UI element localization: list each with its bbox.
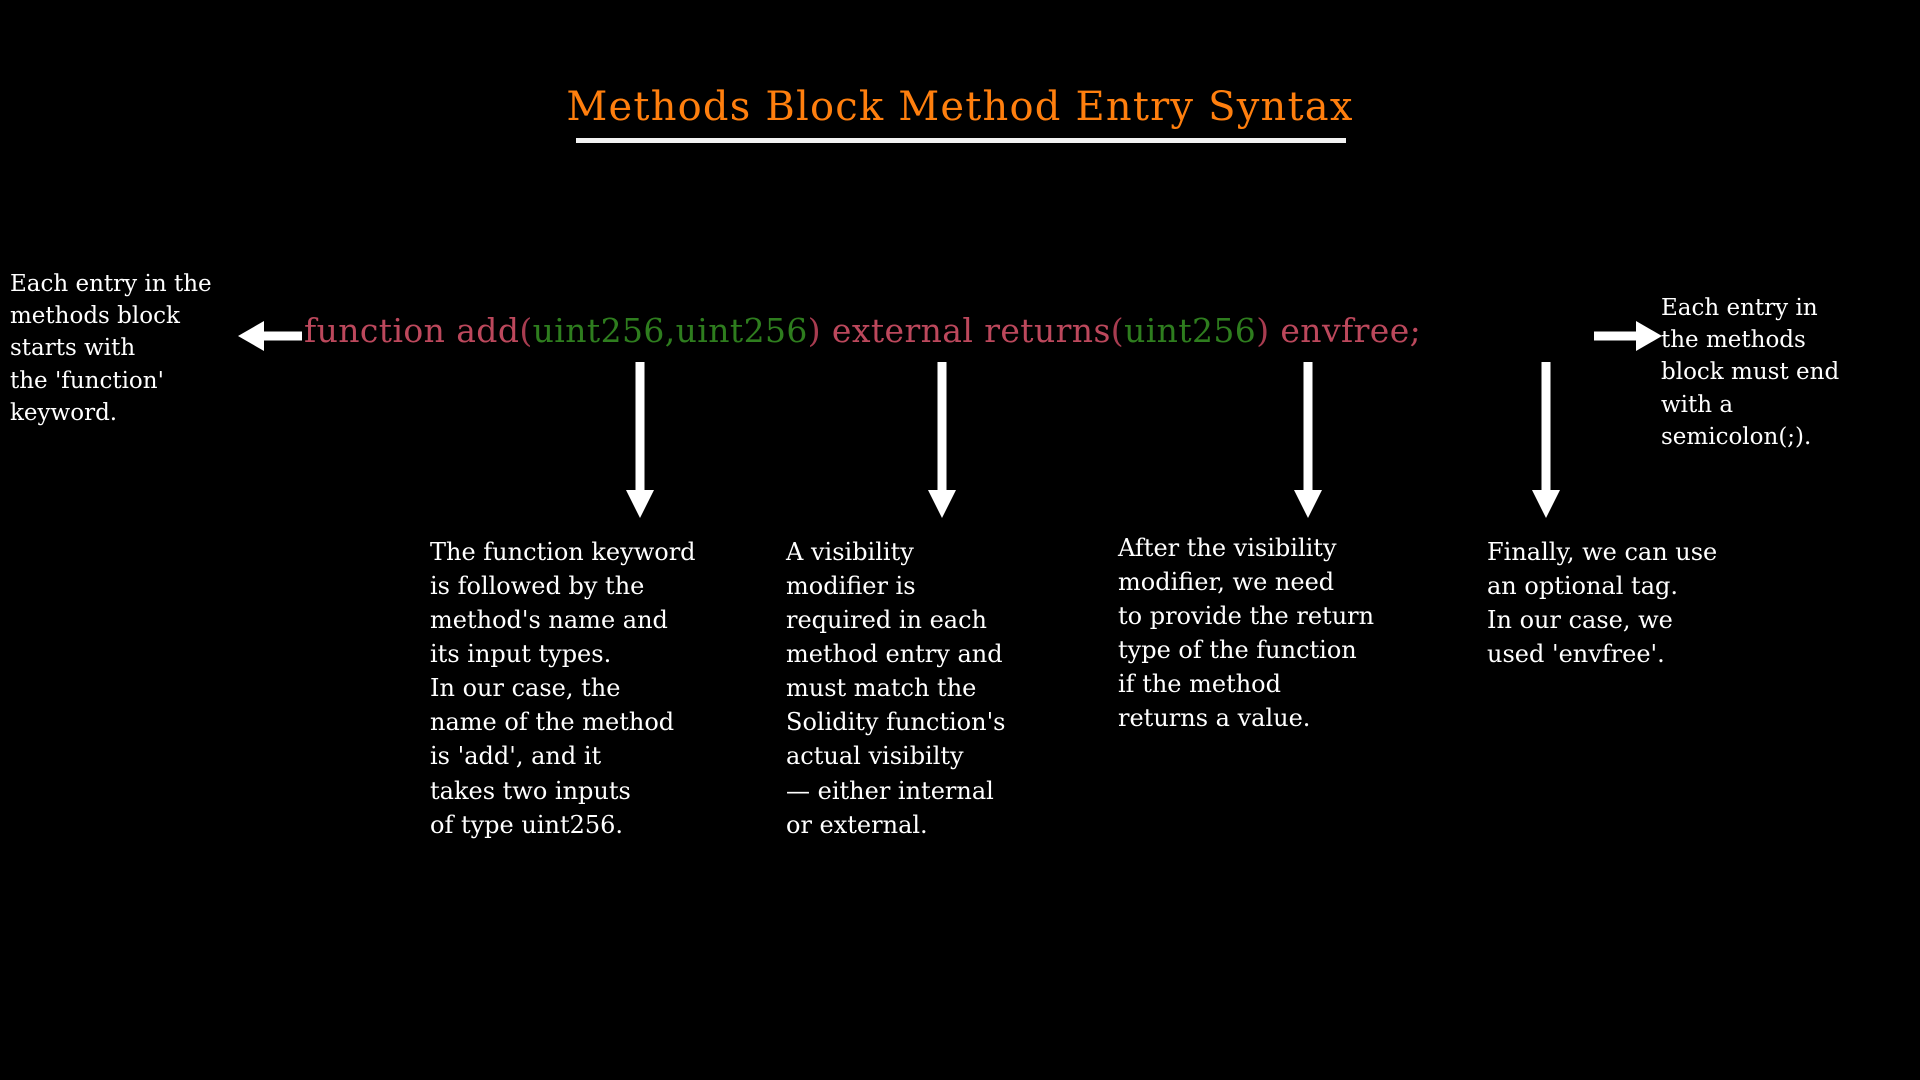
annotation-column-2: A visibility modifier is required in eac…	[786, 538, 1006, 839]
code-token-tag-12: envfree	[1269, 311, 1410, 350]
code-token-punctuation-4: ,	[664, 311, 676, 350]
code-token-punctuation-2: (	[519, 311, 533, 350]
code-token-type-5: uint256	[675, 311, 808, 350]
code-line: function add(uint256,uint256) external r…	[304, 311, 1422, 350]
annotation-column-3: After the visibility modifier, we need t…	[1118, 534, 1375, 733]
code-token-type-10: uint256	[1124, 311, 1257, 350]
arrow-down-icon-1	[626, 362, 654, 518]
title-underline	[576, 138, 1346, 143]
annotation-column-4: Finally, we can use an optional tag. In …	[1487, 538, 1718, 669]
code-token-method-name-1: add	[456, 311, 520, 350]
arrow-down-icon-2	[928, 362, 956, 518]
page-title: Methods Block Method Entry Syntax	[566, 84, 1354, 130]
code-token-keyword-0: function	[304, 311, 457, 350]
code-token-punctuation-13: ;	[1409, 311, 1422, 350]
code-token-punctuation-11: )	[1256, 311, 1270, 350]
code-token-punctuation-9: (	[1110, 311, 1125, 350]
annotation-column-1: The function keyword is followed by the …	[430, 538, 696, 839]
code-token-keyword-8: returns	[984, 311, 1111, 350]
arrow-down-icon-3	[1294, 362, 1322, 518]
code-token-punctuation-6: )	[807, 311, 822, 350]
arrow-down-icon-4	[1532, 362, 1560, 518]
annotation-left: Each entry in the methods block starts w…	[10, 271, 212, 426]
annotation-right: Each entry in the methods block must end…	[1661, 295, 1840, 450]
arrow-right-icon	[1594, 318, 1662, 354]
arrow-left-icon	[238, 318, 302, 354]
code-token-type-3: uint256	[532, 311, 665, 350]
code-token-keyword-7: external	[821, 311, 985, 350]
title-block: Methods Block Method Entry Syntax	[0, 86, 1920, 128]
